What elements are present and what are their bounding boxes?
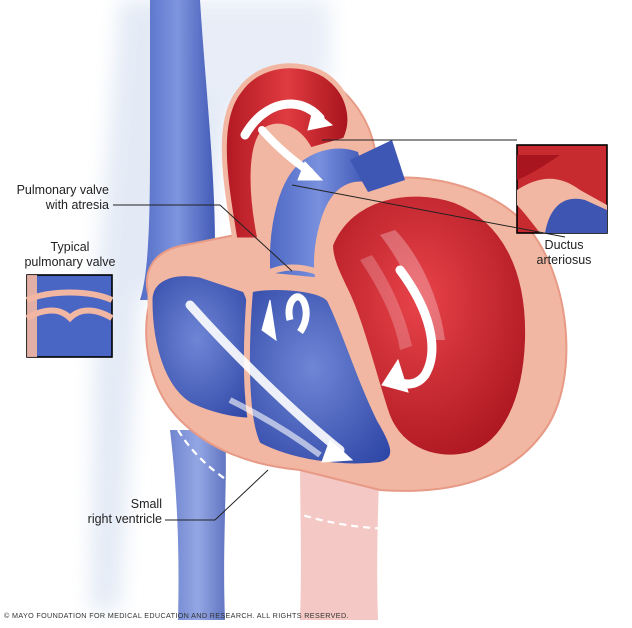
closed-pulmonary-valve bbox=[268, 264, 319, 275]
superior-vena-cava bbox=[140, 0, 215, 300]
label-pulmonary-valve-with-atresia: Pulmonary valve with atresia bbox=[16, 183, 109, 212]
normal-size-outline bbox=[177, 429, 549, 530]
copyright-notice: © MAYO FOUNDATION FOR MEDICAL EDUCATION … bbox=[4, 611, 349, 620]
descending-aorta bbox=[300, 450, 380, 620]
label-ductus-arteriosus: Ductus arteriosus bbox=[536, 238, 592, 267]
pulmonary-artery bbox=[264, 143, 374, 283]
label-typical-pulmonary-valve: Typical pulmonary valve bbox=[24, 240, 116, 269]
typical-valve-inset bbox=[25, 274, 114, 358]
flow-arrows bbox=[185, 99, 437, 463]
ductus-arteriosus-inset bbox=[516, 144, 608, 234]
inferior-vena-cava bbox=[170, 430, 226, 620]
label-small-right-ventricle: Small right ventricle bbox=[87, 497, 162, 526]
aortic-arch bbox=[221, 63, 353, 243]
lv-highlight-2 bbox=[360, 255, 412, 350]
right-ventricle bbox=[243, 284, 397, 470]
leader-lines bbox=[113, 139, 566, 521]
ductus-arteriosus bbox=[350, 140, 405, 192]
